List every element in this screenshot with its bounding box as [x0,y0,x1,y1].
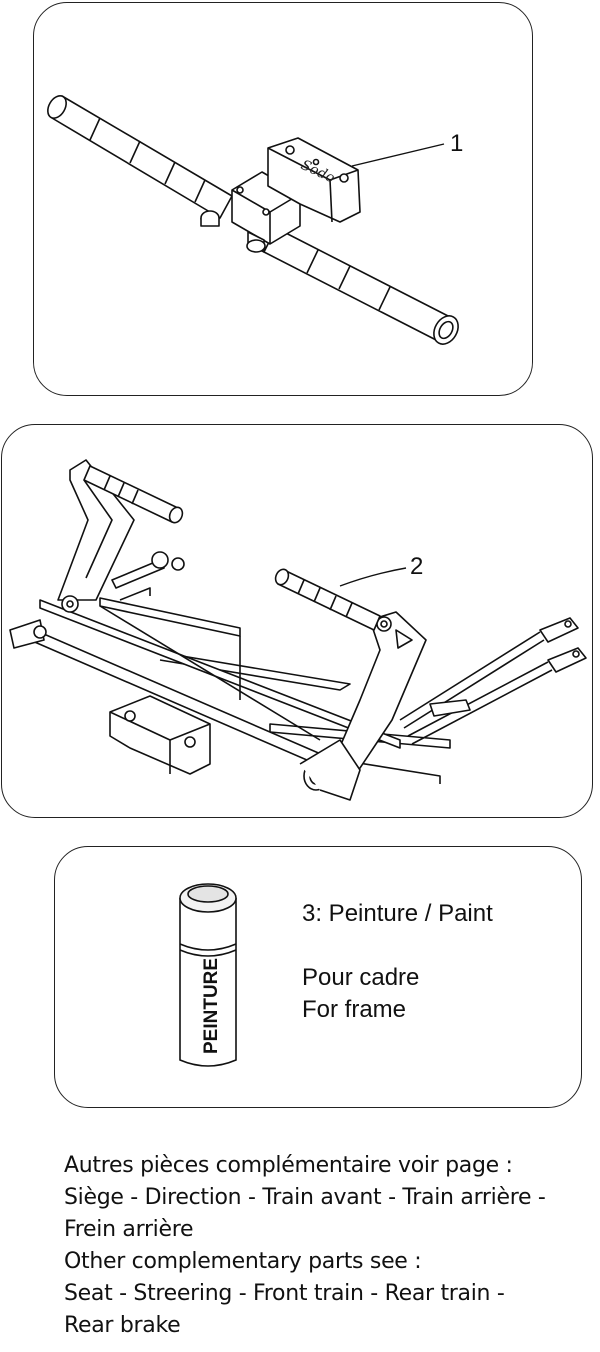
paint-can-drawing: PEINTURE [179,883,237,1067]
note-line: Other complementary parts see : [64,1249,422,1274]
paint-desc-fr: Pour cadre [302,964,420,991]
part-3-panel [54,846,582,1108]
callout-2: 2 [410,553,424,580]
complementary-notes: Autres pièces complémentaire voir page :… [64,1150,594,1342]
handlebar-drawing: Sodo [47,95,459,345]
frame-drawing [9,459,587,801]
note-line: Seat - Streering - Front train - Rear tr… [64,1281,505,1306]
note-line: Siège - Direction - Train avant - Train … [64,1185,546,1210]
note-line: Rear brake [64,1313,181,1338]
paint-label: 3: Peinture / Paint [302,900,493,927]
note-line: Autres pièces complémentaire voir page : [64,1153,513,1178]
callout-1: 1 [450,130,464,157]
note-line: Frein arrière [64,1217,194,1242]
paint-desc-en: For frame [302,996,407,1023]
paint-can-label: PEINTURE [201,958,222,1054]
